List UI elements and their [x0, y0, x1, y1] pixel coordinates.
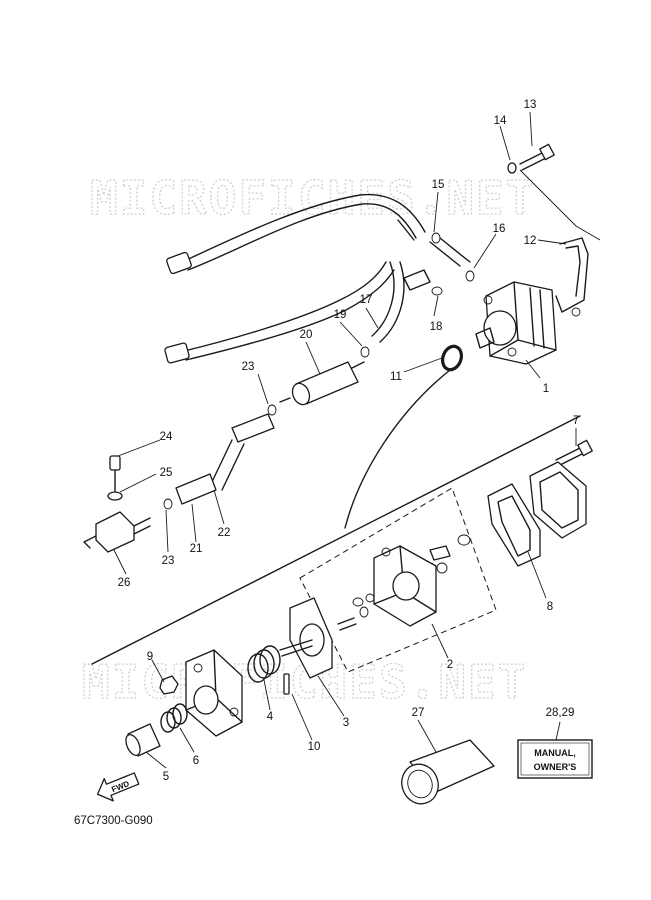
- clip-23-upper: [267, 404, 277, 416]
- callout-7: 7: [573, 415, 579, 427]
- callout-21: 21: [190, 543, 203, 555]
- fuel-hose-upper: [166, 193, 426, 275]
- callout-20: 20: [300, 329, 313, 341]
- callout-14: 14: [494, 115, 507, 127]
- connection-curve: [344, 369, 451, 529]
- callout-26: 25: [160, 467, 173, 479]
- manual-label-line1: MANUAL,: [534, 748, 576, 758]
- bolt-13: [507, 143, 555, 174]
- spring-6: [160, 703, 188, 733]
- manual-owners-box: MANUAL, OWNER'S: [517, 739, 593, 779]
- cap-27: [401, 739, 495, 805]
- fuel-filter-20: [279, 361, 365, 406]
- callout-25: 24: [160, 431, 173, 443]
- callout-27: 27: [412, 707, 425, 719]
- fuel-hose-middle: [164, 261, 395, 364]
- callout-24: 26: [118, 577, 131, 589]
- fwd-arrow: FWD: [96, 772, 140, 802]
- callout-5: 5: [163, 771, 169, 783]
- callout-23-lower: 23: [162, 555, 175, 567]
- callout-1: 1: [543, 383, 549, 395]
- assembly-line-bolt: [519, 169, 601, 241]
- leader-lines: [113, 111, 577, 769]
- cover-8: [487, 461, 587, 567]
- bracket-12: [555, 237, 589, 317]
- callout-10: 10: [308, 741, 321, 753]
- fitting-24: [83, 455, 151, 553]
- plunger-5: [125, 723, 161, 757]
- callout-19: 19: [334, 309, 347, 321]
- callout-2: 2: [447, 659, 453, 671]
- o-ring-11: [440, 344, 464, 372]
- callout-3: 3: [343, 717, 349, 729]
- callout-8: 8: [547, 601, 553, 613]
- callout-28-29: 28,29: [546, 707, 575, 719]
- callout-12: 12: [524, 235, 537, 247]
- spring-4: [247, 645, 281, 683]
- pump-body-2: [337, 534, 471, 631]
- callout-numbers: 13 14 15 16 12 17 19 18 20 11 1 23 24 25…: [118, 99, 580, 783]
- callout-18: 18: [430, 321, 443, 333]
- hose-joints: [360, 232, 475, 358]
- callout-15: 15: [432, 179, 445, 191]
- watermark-top: MICROFICHES.NET: [90, 171, 535, 225]
- manual-label-line2: OWNER'S: [534, 762, 577, 772]
- diaphragm-3: [279, 597, 333, 679]
- screw-7: [555, 439, 593, 467]
- callout-23-upper: 23: [242, 361, 255, 373]
- fuel-pump-1: [475, 281, 557, 365]
- pin-10: [283, 673, 290, 695]
- callout-11: 11: [390, 371, 402, 383]
- separator-line: [91, 415, 581, 665]
- housing: [185, 649, 243, 737]
- callout-17: 17: [360, 294, 373, 306]
- callout-6: 6: [193, 755, 199, 767]
- hose-21-22: [163, 413, 275, 510]
- nut-9: [159, 675, 179, 695]
- callout-9: 9: [147, 651, 153, 663]
- diagram-code: 67C7300-G090: [74, 815, 153, 827]
- callout-4: 4: [267, 711, 274, 723]
- callout-16: 16: [493, 223, 506, 235]
- callout-22: 22: [218, 527, 231, 539]
- fuel-hose-17: [371, 261, 431, 343]
- callout-13: 13: [524, 99, 537, 111]
